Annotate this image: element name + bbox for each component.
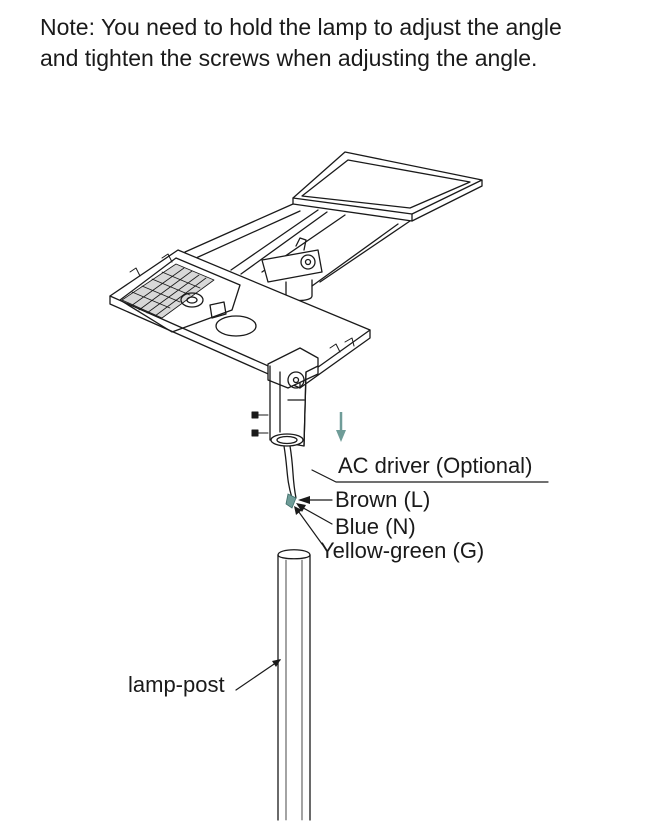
power-cable xyxy=(283,445,297,499)
pole-adapter xyxy=(267,347,319,447)
panel-bracket xyxy=(261,237,323,302)
installation-note: Note: You need to hold the lamp to adjus… xyxy=(40,12,640,74)
lamp-lens xyxy=(180,292,257,337)
note-line-2: and tighten the screws when adjusting th… xyxy=(40,45,538,71)
adjust-screws xyxy=(251,411,269,437)
down-arrow-icon xyxy=(336,412,346,442)
leader-arrowheads xyxy=(272,496,310,667)
label-ac-driver: AC driver (Optional) xyxy=(338,453,532,478)
note-line-1: Note: You need to hold the lamp to adjus… xyxy=(40,14,562,40)
label-brown: Brown (L) xyxy=(335,487,430,512)
housing-tabs xyxy=(129,253,355,353)
wire-junction-icon xyxy=(285,493,297,509)
label-yellow-green: Yellow-green (G) xyxy=(320,538,484,563)
label-lamp-post: lamp-post xyxy=(128,672,225,697)
label-blue: Blue (N) xyxy=(335,514,416,539)
lamp-post xyxy=(277,549,311,821)
sensor-grid xyxy=(121,263,215,319)
solar-panel xyxy=(292,151,483,222)
